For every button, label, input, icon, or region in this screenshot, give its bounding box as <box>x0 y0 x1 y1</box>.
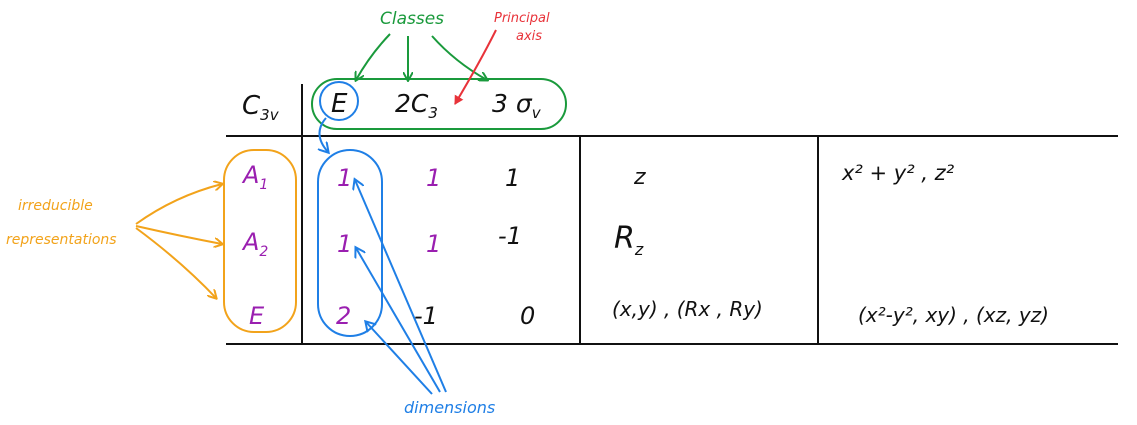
dimensions-annotation: dimensions <box>404 398 495 417</box>
classes-annotation: Classes <box>380 9 444 29</box>
point-group-label: C3v <box>242 91 280 124</box>
irrep-label-e: E <box>249 302 265 330</box>
classes-highlight-loop <box>311 78 567 130</box>
irreducible-annotation-line2: representations <box>6 232 117 248</box>
linear-a2: Rz <box>614 221 644 259</box>
irrep-arrow-a2 <box>135 225 222 244</box>
identity-to-dimension-arrow <box>319 117 328 152</box>
dimensions-arrow-a2 <box>356 248 441 393</box>
character-e-c3: -1 <box>414 302 438 330</box>
classes-arrow-e <box>356 33 391 80</box>
character-e-e: 2 <box>336 302 351 330</box>
linear-a1: z <box>633 165 646 190</box>
linear-e: (x,y) , (Rx , Ry) <box>612 297 763 321</box>
character-a2-c3: 1 <box>426 230 441 258</box>
irrep-label-a2: A2 <box>241 228 268 260</box>
classes-arrow-sigma <box>431 35 487 80</box>
dimensions-arrow-a1 <box>355 180 447 393</box>
character-a2-sigma: -1 <box>498 222 522 250</box>
irrep-label-a1: A1 <box>241 161 268 193</box>
header-class-sigma-v: 3 σv <box>492 89 542 122</box>
quadratic-e: (x²-y², xy) , (xz, yz) <box>858 303 1049 327</box>
character-a1-c3: 1 <box>426 164 441 192</box>
character-a2-e: 1 <box>337 230 352 258</box>
quadratic-a1: x² + y² , z² <box>841 161 955 185</box>
header-class-e: E <box>331 89 348 119</box>
header-class-c3: 2C3 <box>395 89 438 122</box>
irrep-arrow-e <box>135 227 216 298</box>
irreducible-annotation-line1: irreducible <box>18 198 93 214</box>
character-e-sigma: 0 <box>520 302 535 330</box>
character-a1-sigma: 1 <box>505 164 520 192</box>
irrep-arrow-a1 <box>135 184 222 225</box>
principal-axis-arrow <box>454 29 497 105</box>
principal-axis-annotation-line2: axis <box>516 29 542 44</box>
dimensions-arrow-e <box>366 322 433 395</box>
principal-axis-annotation-line1: Principal <box>494 11 550 26</box>
character-a1-e: 1 <box>337 164 352 192</box>
identity-highlight-circle <box>319 81 359 121</box>
